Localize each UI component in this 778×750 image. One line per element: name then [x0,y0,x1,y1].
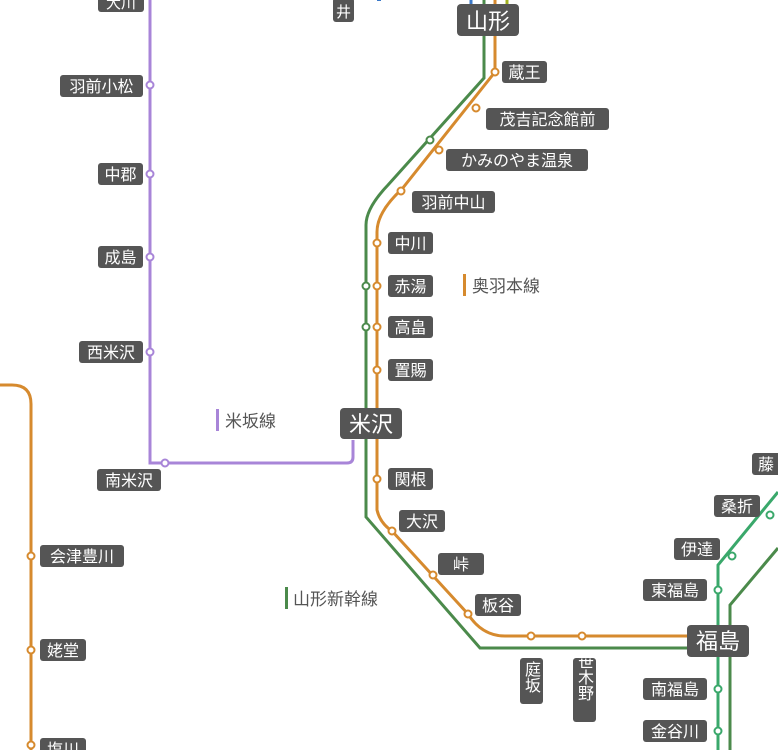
station-label-minami-yonezawa[interactable]: 南米沢 [97,469,161,491]
svg-text:米沢: 米沢 [349,413,393,438]
legend-ou: 奥羽本線 [463,274,540,297]
svg-text:山形: 山形 [466,10,510,35]
station-label-higashi-fukushima[interactable]: 東福島 [643,579,707,601]
station-label-uzen-komatsu[interactable]: 羽前小松 [60,75,143,97]
station-label-kanayagawa[interactable]: 金谷川 [643,720,707,742]
station-label-narushima[interactable]: 成島 [98,246,143,268]
station-label-sorioori[interactable]: 桑折 [714,495,760,517]
station-label-sasakino[interactable]: 笹木野 [573,653,596,722]
station-label-yonezawa[interactable]: 米沢 [340,408,402,439]
svg-text:羽前中山: 羽前中山 [421,193,485,212]
svg-text:大川: 大川 [106,0,136,12]
svg-text:南福島: 南福島 [651,680,699,699]
station-label-zao[interactable]: 蔵王 [502,61,547,83]
station-label-fukushima[interactable]: 福島 [687,625,749,657]
svg-text:東福島: 東福島 [651,581,699,600]
svg-text:置賜: 置賜 [394,361,426,380]
line-tohoku-b [728,547,778,750]
svg-text:羽前小松: 羽前小松 [69,77,133,96]
svg-text:福島: 福島 [696,630,740,655]
station-label-kaminoyama[interactable]: かみのやま温泉 [446,149,588,171]
station-label-minami-fukushima[interactable]: 南福島 [643,678,707,700]
station-label-aizu-toyokawa[interactable]: 会津豊川 [40,545,124,567]
svg-text:笹木野: 笹木野 [575,653,594,701]
svg-text:伊達: 伊達 [681,540,713,559]
station-label-takahata[interactable]: 高畠 [388,316,433,338]
line-yonesaka [148,0,355,465]
station-label-date[interactable]: 伊達 [674,538,720,560]
svg-text:高畠: 高畠 [394,318,426,337]
station-label-mokichi[interactable]: 茂吉記念館前 [486,108,609,130]
svg-text:かみのやま温泉: かみのやま温泉 [461,151,573,170]
svg-text:中郡: 中郡 [104,165,136,184]
svg-text:金谷川: 金谷川 [651,722,699,741]
station-label-fujita[interactable]: 藤 [752,453,778,475]
station-label-akayu[interactable]: 赤湯 [388,275,433,297]
svg-text:中川: 中川 [394,234,426,253]
svg-text:蔵王: 蔵王 [508,63,540,82]
station-label-kitakata-dou[interactable]: 姥堂 [40,639,86,661]
station-label-top-i[interactable]: 井 [333,0,354,22]
svg-text:関根: 関根 [394,470,426,489]
station-label-osawa[interactable]: 大沢 [399,510,445,532]
svg-text:桑折: 桑折 [721,497,753,516]
station-label-shiokawa[interactable]: 塩川 [40,738,86,750]
line-ou-main [375,0,718,638]
svg-text:茂吉記念館前: 茂吉記念館前 [499,110,595,129]
station-label-okitama[interactable]: 置賜 [388,359,433,381]
svg-text:井: 井 [336,3,351,21]
svg-text:西米沢: 西米沢 [87,343,135,362]
line-banetsu-west [0,383,33,750]
station-label-itaya[interactable]: 板谷 [475,594,521,616]
station-label-niwasaka[interactable]: 庭坂 [520,658,543,704]
legend-yonesaka: 米坂線 [216,409,276,432]
svg-text:山形新幹線: 山形新幹線 [293,589,378,610]
svg-text:藤: 藤 [758,455,774,474]
svg-text:成島: 成島 [104,248,136,267]
svg-text:会津豊川: 会津豊川 [50,547,114,566]
svg-text:庭坂: 庭坂 [522,661,541,693]
station-label-top-kawa[interactable]: 大川 [98,0,144,12]
svg-text:板谷: 板谷 [482,596,514,615]
svg-text:塩川: 塩川 [47,740,79,750]
station-label-yamagata[interactable]: 山形 [457,4,519,36]
station-label-nishi-yonezawa[interactable]: 西米沢 [79,341,143,363]
station-label-nakagori[interactable]: 中郡 [98,163,143,185]
svg-text:赤湯: 赤湯 [394,277,426,296]
svg-text:南米沢: 南米沢 [105,471,153,490]
station-markers [26,67,775,750]
legend-shinkansen: 山形新幹線 [285,587,378,610]
line-yamagata-shinkansen [364,0,718,650]
svg-text:峠: 峠 [453,555,469,574]
svg-text:大沢: 大沢 [406,512,438,531]
station-label-toge[interactable]: 峠 [438,553,484,575]
station-label-uzen-nakayama[interactable]: 羽前中山 [412,191,495,213]
station-label-sekine[interactable]: 関根 [388,468,433,490]
station-label-nakagawa[interactable]: 中川 [388,232,433,254]
line-tohoku-a [716,491,778,750]
svg-text:米坂線: 米坂線 [225,412,276,432]
svg-text:姥堂: 姥堂 [47,641,79,660]
svg-text:奥羽本線: 奥羽本線 [472,277,540,297]
